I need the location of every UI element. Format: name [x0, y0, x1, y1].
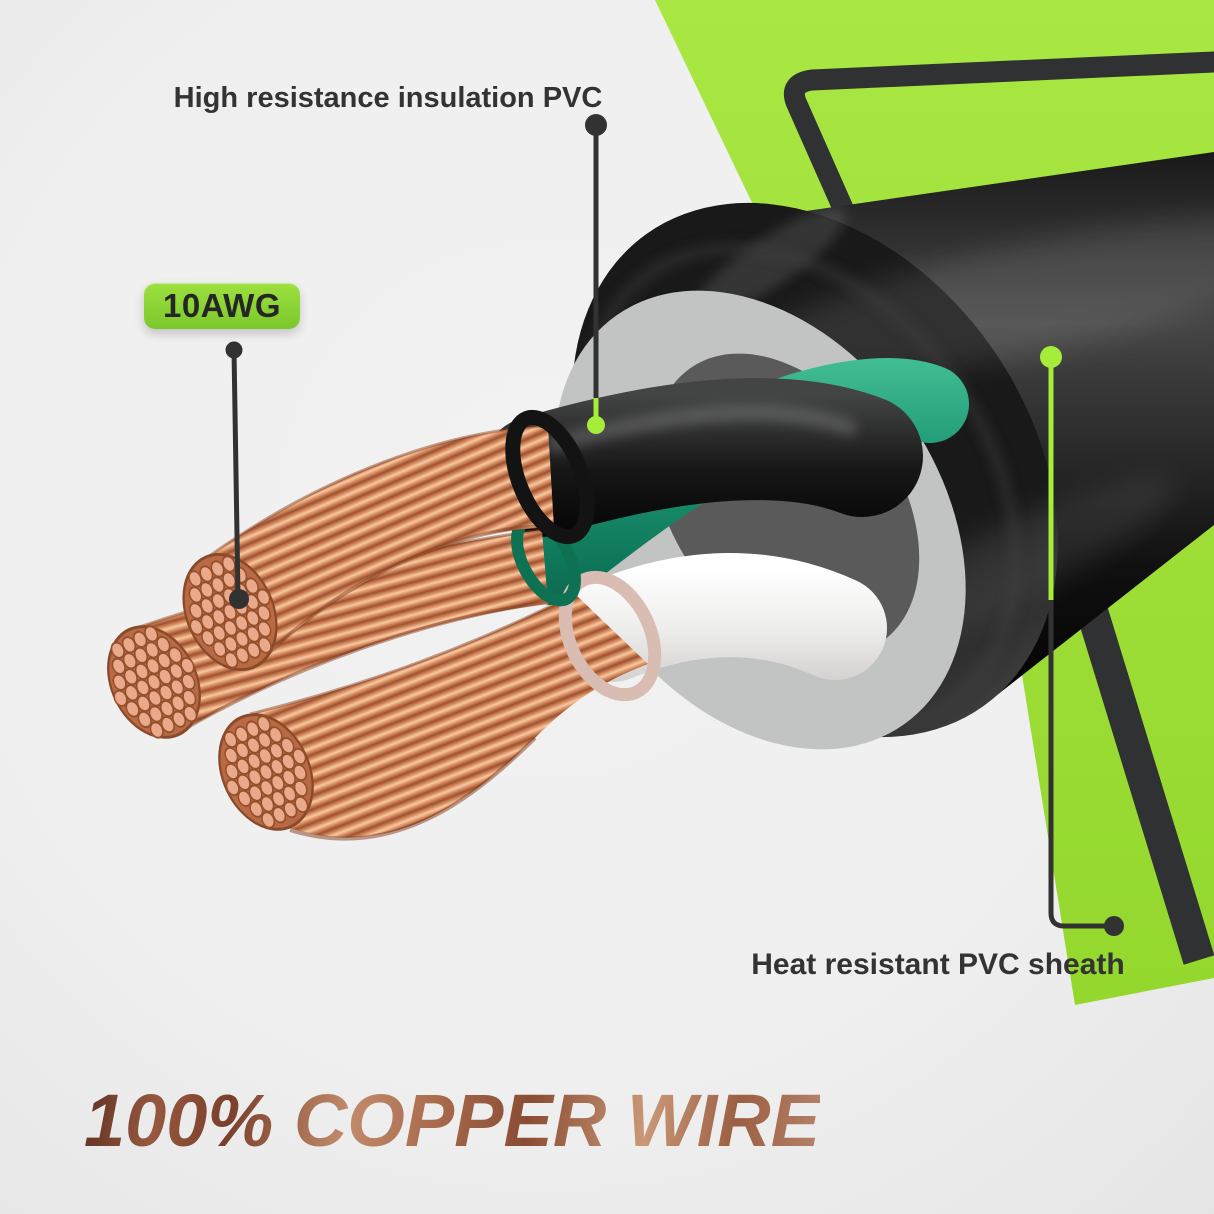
- callout-dot: [1104, 916, 1124, 936]
- white-wire-insulation-lip: [558, 570, 662, 702]
- copper-strands: [223, 715, 309, 829]
- callout-gauge-leader: [225, 341, 249, 609]
- callout-insulation-leader: [585, 114, 607, 434]
- headline-copper-wire: 100% COPPER WIRE: [84, 1079, 821, 1162]
- callout-dot: [225, 341, 243, 359]
- sheath-label: Heat resistant PVC sheath: [751, 948, 1125, 981]
- gauge-badge: 10AWG: [144, 283, 300, 329]
- copper-rope-black-conductor: [207, 424, 555, 668]
- copper-strands: [110, 625, 198, 739]
- copper-rope-white-conductor: [249, 592, 648, 841]
- copper-strand-face: [218, 713, 314, 831]
- banner-chevron-line: [783, 51, 1214, 479]
- callout-target-dot: [229, 589, 249, 609]
- black-wire-insulation-lip: [505, 409, 595, 545]
- callout-sheath-leader: [1040, 346, 1124, 936]
- callout-target-dot: [587, 416, 605, 434]
- callout-dot: [585, 114, 607, 136]
- banner-stripe: [1072, 593, 1214, 965]
- insulation-label: High resistance insulation PVC: [173, 82, 603, 114]
- copper-strand-face: [107, 625, 201, 739]
- callout-target-dot: [1040, 346, 1062, 368]
